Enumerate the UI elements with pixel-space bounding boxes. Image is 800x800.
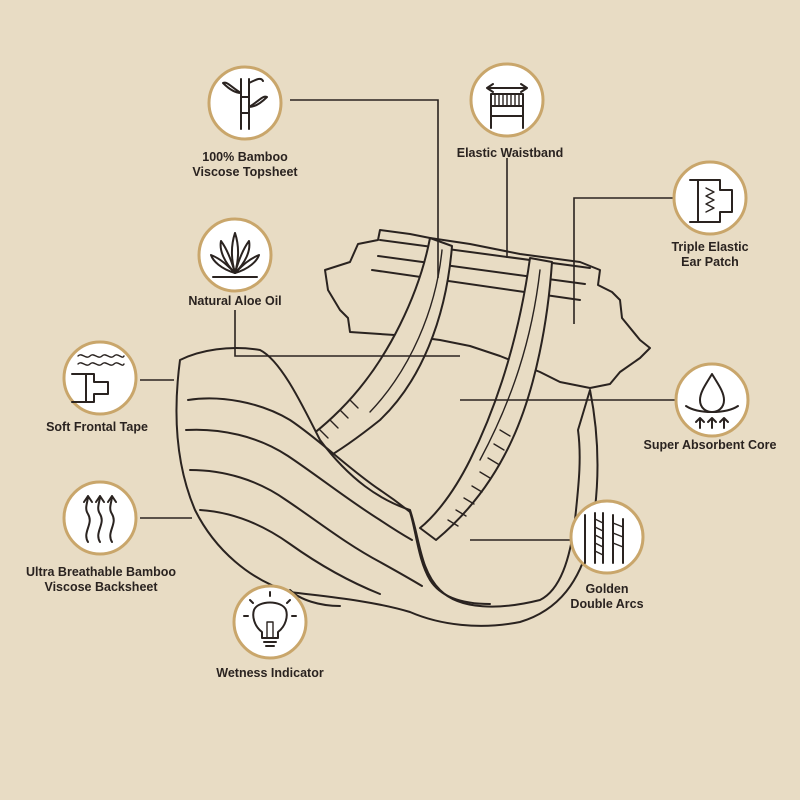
label-line: Soft Frontal Tape	[46, 420, 148, 434]
label-line: Elastic Waistband	[456, 146, 564, 160]
label-natural-aloe-oil: Natural Aloe Oil	[188, 294, 281, 309]
diaper-illustration	[175, 229, 651, 627]
label-wetness-indicator: Wetness Indicator	[216, 666, 323, 681]
water-drop-icon	[674, 362, 750, 438]
label-soft-frontal-tape: Soft Frontal Tape	[46, 420, 148, 435]
airflow-arrows-icon	[62, 480, 138, 556]
label-line: Ultra Breathable Bamboo	[25, 565, 177, 579]
label-line: Viscose Backsheet	[44, 580, 158, 594]
label-elastic-waistband: Elastic Waistband	[457, 146, 564, 161]
bamboo-icon	[207, 65, 283, 141]
label-triple-elastic-ear: Triple Elastic Ear Patch	[671, 240, 748, 270]
label-line: Wetness Indicator	[216, 666, 324, 680]
waistband-icon	[469, 62, 545, 138]
label-line: Double Arcs	[570, 597, 644, 611]
leader-lines	[140, 99, 676, 541]
ear-patch-icon	[672, 160, 748, 236]
label-line: Viscose Topsheet	[192, 165, 298, 179]
label-bamboo-topsheet: 100% Bamboo Viscose Topsheet	[192, 150, 297, 180]
label-line: Triple Elastic	[671, 240, 749, 254]
label-breathable-backsheet: Ultra Breathable Bamboo Viscose Backshee…	[26, 565, 176, 595]
label-super-absorbent-core: Super Absorbent Core	[644, 438, 777, 453]
lightbulb-icon	[232, 584, 308, 660]
label-line: Natural Aloe Oil	[188, 294, 282, 308]
label-line: Super Absorbent Core	[643, 438, 777, 452]
label-line: Ear Patch	[681, 255, 739, 269]
label-line: Golden	[585, 582, 629, 596]
double-arcs-icon	[569, 499, 645, 575]
aloe-leaf-icon	[197, 217, 273, 293]
label-golden-double-arcs: Golden Double Arcs	[570, 582, 643, 612]
label-line: 100% Bamboo	[202, 150, 288, 164]
frontal-tape-icon	[62, 340, 138, 416]
